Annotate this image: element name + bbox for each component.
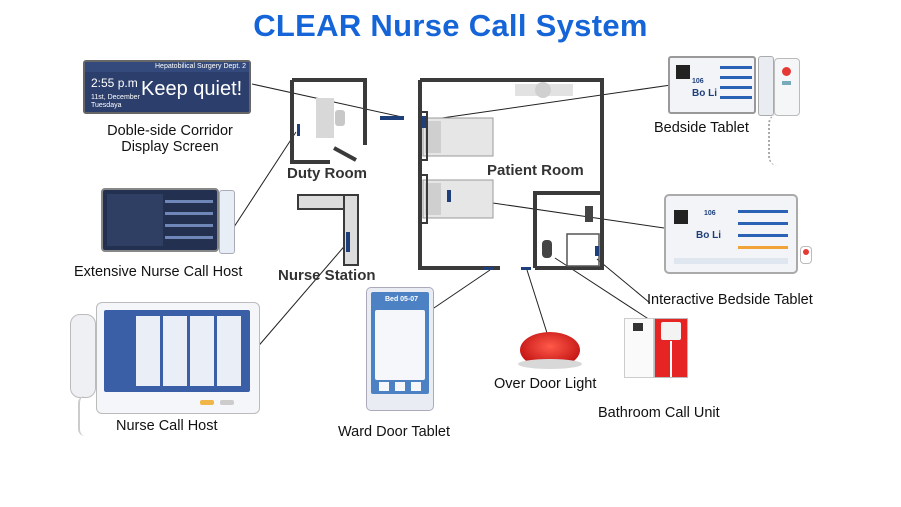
patient-room-label: Patient Room [487,162,584,179]
connector-bathroom [596,258,651,304]
patient-room-table [535,82,551,98]
bathroom-cabinet [585,206,593,222]
corridor-display-device: Hepatobilical Surgery Dept. 2 2:55 p.m 1… [83,60,251,114]
bedside-tablet-label: Bedside Tablet [654,120,749,136]
ward-door-tablet-label: Ward Door Tablet [338,424,451,440]
duty-room-chair [335,110,345,126]
bathroom-toilet [542,240,552,258]
duty-room-walls [290,78,367,164]
duty-room-desk [316,98,334,138]
bedside-tablet-screen-number: 106 [692,78,704,85]
ward-door-mount [484,267,494,270]
bed-1-terminal [422,116,426,128]
bathroom-call-label: Bathroom Call Unit [598,405,720,421]
corridor-screen-date: 11st, December [91,94,140,101]
nurse-station-device [346,232,350,252]
corridor-display-label-1: Doble-side Corridor [107,123,233,139]
connector-bedside-tablet [427,84,672,121]
nurse-call-host-device [70,298,260,440]
ward-door-tablet-device: Bed 05-07 [366,287,434,411]
bed-2-terminal [447,190,451,202]
corridor-screen-dept: Hepatobilical Surgery Dept. 2 [155,63,247,70]
corridor-display-label-2: Display Screen [121,139,219,155]
corridor-display-mount [380,116,404,120]
duty-room-device [297,124,300,136]
door-light-mount [521,267,531,270]
bathroom-call-point [595,246,599,256]
ward-door-screen-bed: Bed 05-07 [385,296,419,303]
lamp-base-icon [518,359,582,369]
over-door-light-device [518,332,582,369]
interactive-bedside-device: 106 Bo Li [664,194,814,278]
duty-room-label: Duty Room [287,165,367,182]
bed-1-headboard [418,111,428,161]
interactive-screen-name: Bo Li [696,230,721,241]
bathroom-shower [566,233,600,267]
connector-extensive-host [231,131,297,231]
bed-2-headboard [418,174,428,224]
nurse-station-label: Nurse Station [278,267,376,284]
connector-nurse-call-host [254,241,349,351]
corridor-screen-message: Keep quiet! [141,78,243,100]
extensive-host-device [101,188,237,254]
bedside-tablet-device: 106 Bo Li [668,56,804,172]
nurse-station-counter-side [343,194,359,266]
bedside-tablet-screen-name: Bo Li [692,88,717,99]
nurse-call-host-label: Nurse Call Host [116,418,218,434]
extensive-host-label: Extensive Nurse Call Host [74,264,243,280]
bathroom-call-device [624,318,690,380]
interactive-bedside-label: Interactive Bedside Tablet [647,292,813,308]
bed-2-pillow [425,183,441,215]
corridor-screen-day: Tuesdaya [91,102,122,109]
corridor-screen-time: 2:55 p.m [91,76,138,90]
over-door-light-label: Over Door Light [494,376,597,392]
red-lamp-icon [520,332,580,368]
connector-ward-door [427,269,491,313]
interactive-screen-number: 106 [704,210,716,217]
bed-1-pillow [425,121,441,153]
connector-door-light [526,269,548,334]
corridor-display-label: Doble-side Corridor Display Screen [80,123,260,155]
diagram-title: CLEAR Nurse Call System [253,8,648,43]
